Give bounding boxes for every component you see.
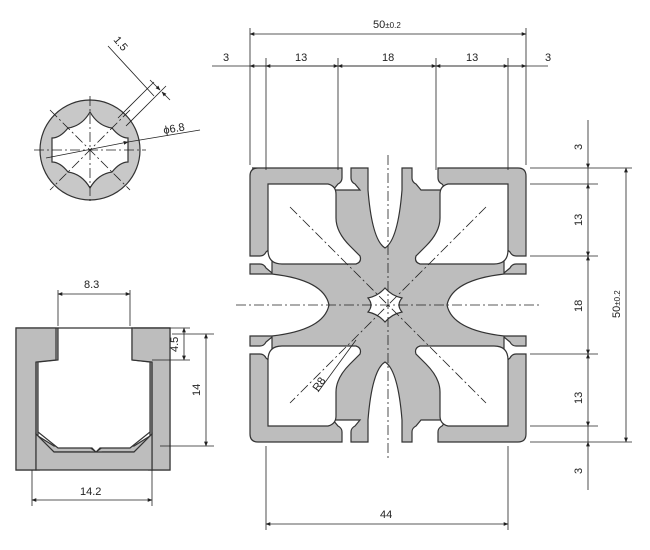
bottom-dimension: 44 — [265, 446, 509, 530]
center-hole-detail: 1.5 ϕ6.8 — [34, 34, 201, 204]
top-segment-1: 3 — [223, 52, 229, 64]
top-segment-5: 3 — [545, 52, 551, 64]
right-segment-3: 18 — [573, 300, 585, 312]
right-segment-2: 13 — [573, 214, 585, 226]
slot-depth-label: 14 — [191, 384, 203, 396]
radius-leader — [317, 339, 357, 393]
top-dimensions: 50±0.2 3 13 18 13 3 — [212, 19, 551, 170]
diagonal-centerline-1 — [289, 206, 487, 404]
overall-width-label: 50±0.2 — [373, 19, 401, 31]
chamber-top-left — [267, 183, 362, 265]
slot-width-label: 14.2 — [80, 486, 101, 498]
right-segment-5: 3 — [573, 468, 585, 474]
diameter-label: ϕ6.8 — [162, 121, 185, 137]
top-segment-4: 13 — [466, 52, 478, 64]
main-profile-view: R8 — [236, 155, 540, 460]
top-segment-3: 18 — [382, 52, 394, 64]
chamber-top-right — [414, 183, 509, 265]
slot-opening-label: 8.3 — [84, 279, 99, 291]
right-dimensions: 3 13 18 13 3 50±0.2 — [530, 120, 632, 490]
overall-height-label: 50±0.2 — [611, 290, 623, 318]
right-segment-1: 3 — [573, 144, 585, 150]
chamber-bottom-right — [414, 345, 509, 427]
diagonal-centerline-2 — [289, 206, 487, 404]
top-segment-2: 13 — [295, 52, 307, 64]
bottom-width-label: 44 — [380, 509, 392, 521]
right-segment-4: 13 — [573, 392, 585, 404]
slot-detail: 8.3 4.5 14 14.2 — [15, 279, 214, 506]
wall-thickness-label: 1.5 — [111, 34, 130, 53]
slot-lip-label: 4.5 — [169, 337, 181, 352]
